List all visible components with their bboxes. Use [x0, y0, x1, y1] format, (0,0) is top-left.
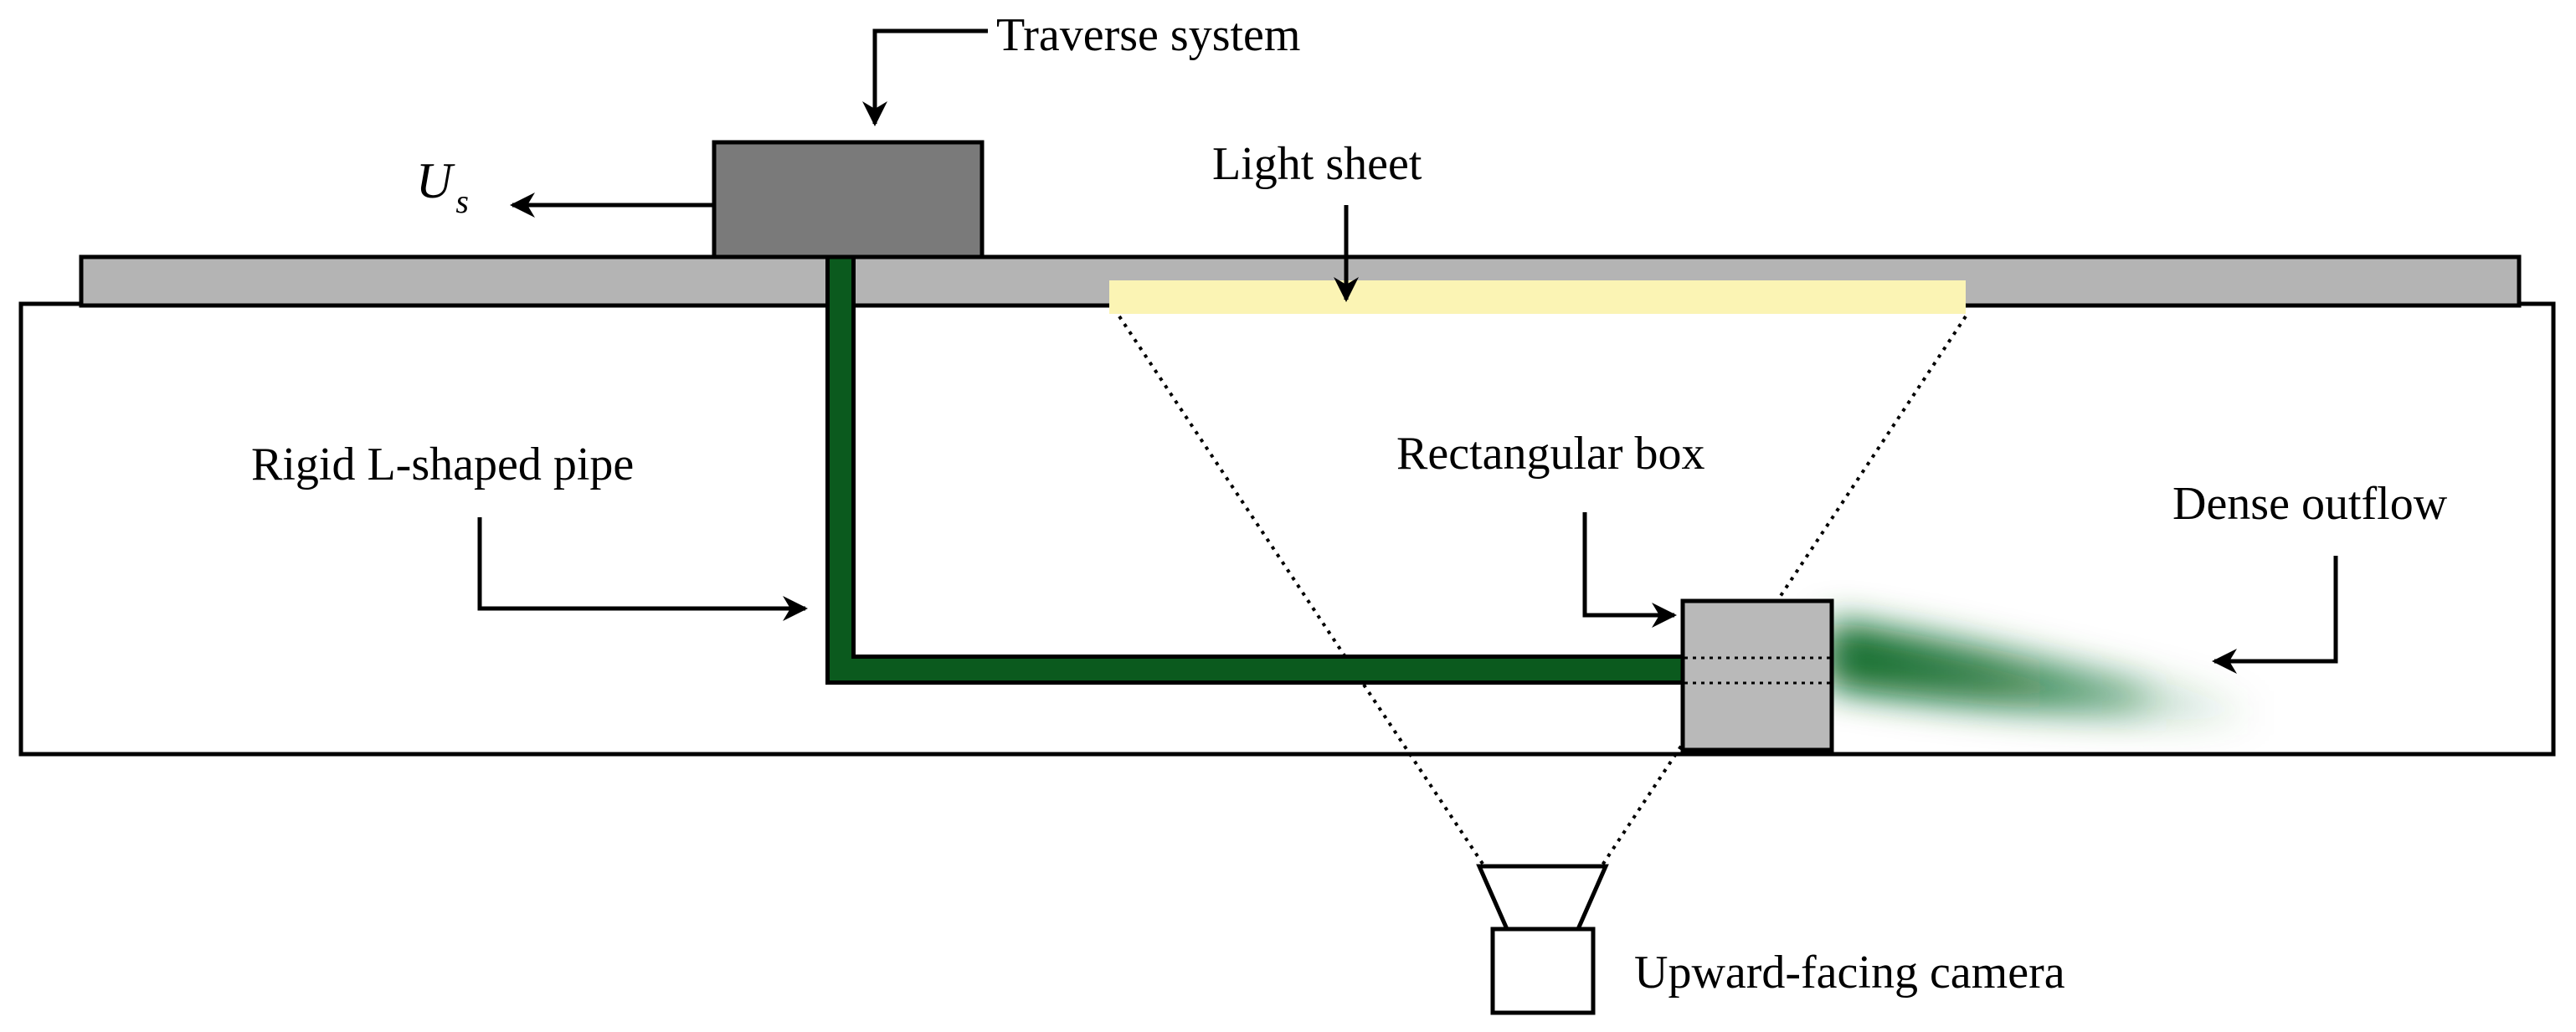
velocity-subscript: s — [455, 182, 469, 220]
traverse-system-label: Traverse system — [996, 9, 1300, 61]
dense-outflow-plume — [1829, 621, 2260, 725]
camera-icon — [1476, 864, 1609, 1015]
rigid-pipe-arrow — [477, 517, 808, 621]
traverse-system-arrow — [862, 28, 988, 126]
rigid-pipe-label: Rigid L-shaped pipe — [251, 439, 634, 490]
velocity-symbol: U — [416, 153, 455, 208]
traverse-block — [712, 140, 985, 259]
dense-outflow-label: Dense outflow — [2172, 478, 2448, 530]
rectangular-box — [1680, 598, 1834, 752]
camera-label: Upward-facing camera — [1634, 947, 2065, 999]
light-sheet-label: Light sheet — [1212, 138, 1422, 190]
dense-outflow-arrow — [2212, 556, 2338, 674]
rectangular-box-label: Rectangular box — [1396, 428, 1705, 480]
rectangular-box-arrow — [1582, 512, 1677, 628]
velocity-label: U s — [416, 153, 469, 220]
light-sheet — [1109, 280, 1966, 314]
